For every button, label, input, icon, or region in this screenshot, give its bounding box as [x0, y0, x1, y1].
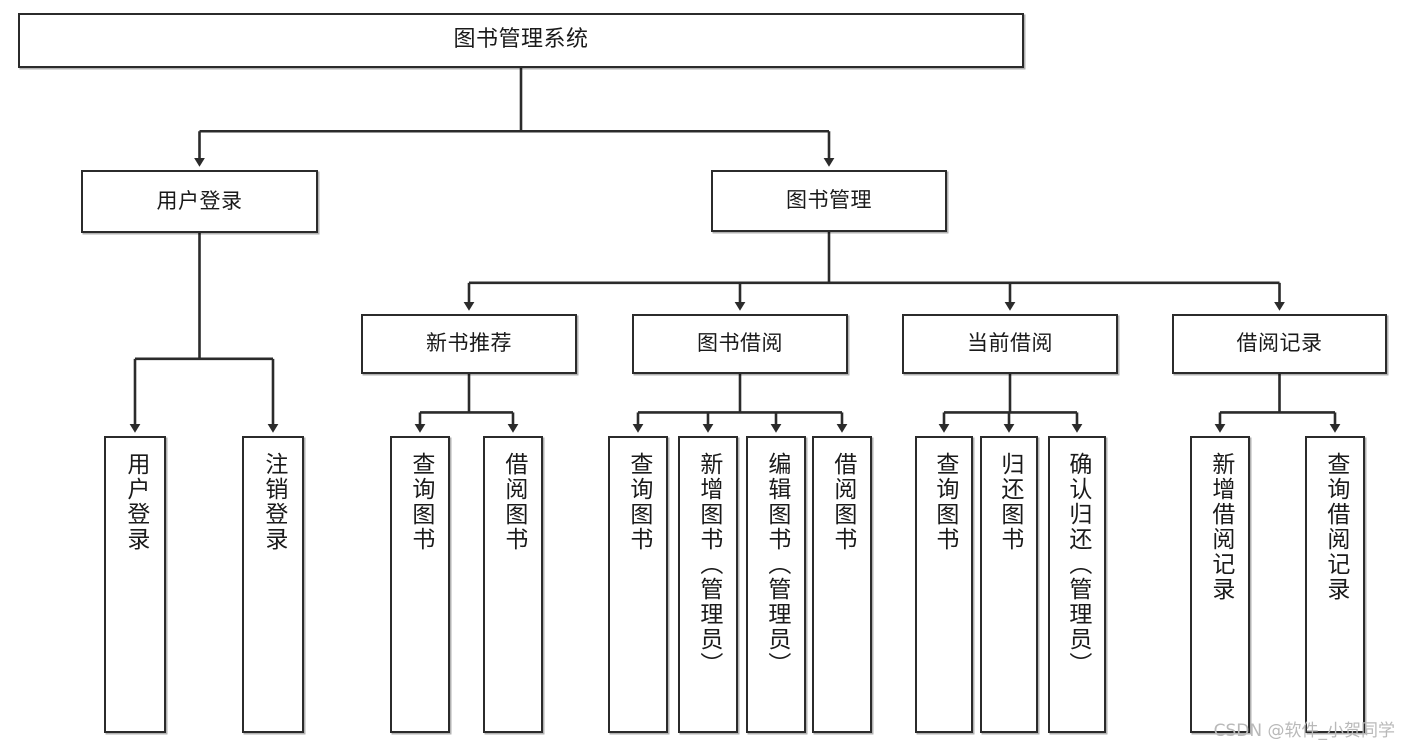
- node-leaf-edit-book-label: 编辑图书（管理员）: [763, 452, 790, 677]
- node-leaf-borrow-book-2[interactable]: 借阅图书: [812, 436, 872, 733]
- node-leaf-confirm-return[interactable]: 确认归还（管理员）: [1048, 436, 1106, 733]
- node-root-label: 图书管理系统: [453, 27, 589, 53]
- node-leaf-add-book-label: 新增图书（管理员）: [695, 452, 722, 677]
- node-leaf-query-book-1[interactable]: 查询图书: [390, 436, 450, 733]
- node-leaf-borrow-book-1-label: 借阅图书: [500, 452, 527, 552]
- node-leaf-return-book-label: 归还图书: [996, 452, 1023, 552]
- node-leaf-query-borrow-record[interactable]: 查询借阅记录: [1305, 436, 1365, 733]
- node-new-book-recommend-label: 新书推荐: [426, 331, 512, 356]
- node-leaf-query-book-3-label: 查询图书: [931, 452, 958, 552]
- node-borrow-record[interactable]: 借阅记录: [1172, 314, 1387, 374]
- node-user-login[interactable]: 用户登录: [81, 170, 318, 233]
- node-leaf-add-book[interactable]: 新增图书（管理员）: [678, 436, 738, 733]
- node-book-borrow[interactable]: 图书借阅: [632, 314, 848, 374]
- node-current-borrow-label: 当前借阅: [967, 331, 1053, 356]
- node-book-borrow-label: 图书借阅: [697, 331, 783, 356]
- node-current-borrow[interactable]: 当前借阅: [902, 314, 1118, 374]
- node-leaf-edit-book[interactable]: 编辑图书（管理员）: [746, 436, 806, 733]
- node-leaf-logout[interactable]: 注销登录: [242, 436, 304, 733]
- node-leaf-query-book-1-label: 查询图书: [407, 452, 434, 552]
- node-leaf-confirm-return-label: 确认归还（管理员）: [1064, 452, 1091, 677]
- node-leaf-query-book-2-label: 查询图书: [625, 452, 652, 552]
- node-leaf-return-book[interactable]: 归还图书: [980, 436, 1038, 733]
- node-leaf-query-book-2[interactable]: 查询图书: [608, 436, 668, 733]
- node-leaf-query-book-3[interactable]: 查询图书: [915, 436, 973, 733]
- node-leaf-borrow-book-2-label: 借阅图书: [829, 452, 856, 552]
- node-leaf-user-login-label: 用户登录: [122, 452, 149, 552]
- node-leaf-query-borrow-record-label: 查询借阅记录: [1322, 452, 1349, 602]
- node-user-login-label: 用户登录: [156, 188, 243, 213]
- node-leaf-logout-label: 注销登录: [260, 452, 287, 552]
- node-book-management[interactable]: 图书管理: [711, 170, 947, 232]
- node-borrow-record-label: 借阅记录: [1236, 331, 1323, 356]
- node-new-book-recommend[interactable]: 新书推荐: [361, 314, 577, 374]
- node-leaf-add-borrow-record[interactable]: 新增借阅记录: [1190, 436, 1250, 733]
- node-book-management-label: 图书管理: [786, 188, 872, 213]
- node-leaf-user-login[interactable]: 用户登录: [104, 436, 166, 733]
- node-leaf-add-borrow-record-label: 新增借阅记录: [1207, 452, 1234, 602]
- node-leaf-borrow-book-1[interactable]: 借阅图书: [483, 436, 543, 733]
- node-root[interactable]: 图书管理系统: [18, 13, 1024, 68]
